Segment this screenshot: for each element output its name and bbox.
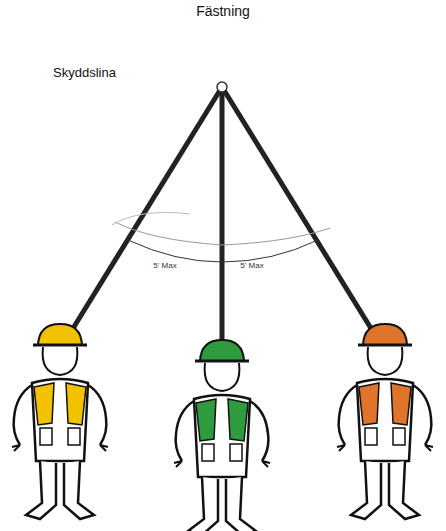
- anchor-label: Fästning: [196, 4, 250, 19]
- lifeline-label: Skyddslina: [53, 66, 116, 80]
- dimension-label: 5' Max: [239, 262, 264, 271]
- dimension-label: 5' Max: [152, 262, 177, 271]
